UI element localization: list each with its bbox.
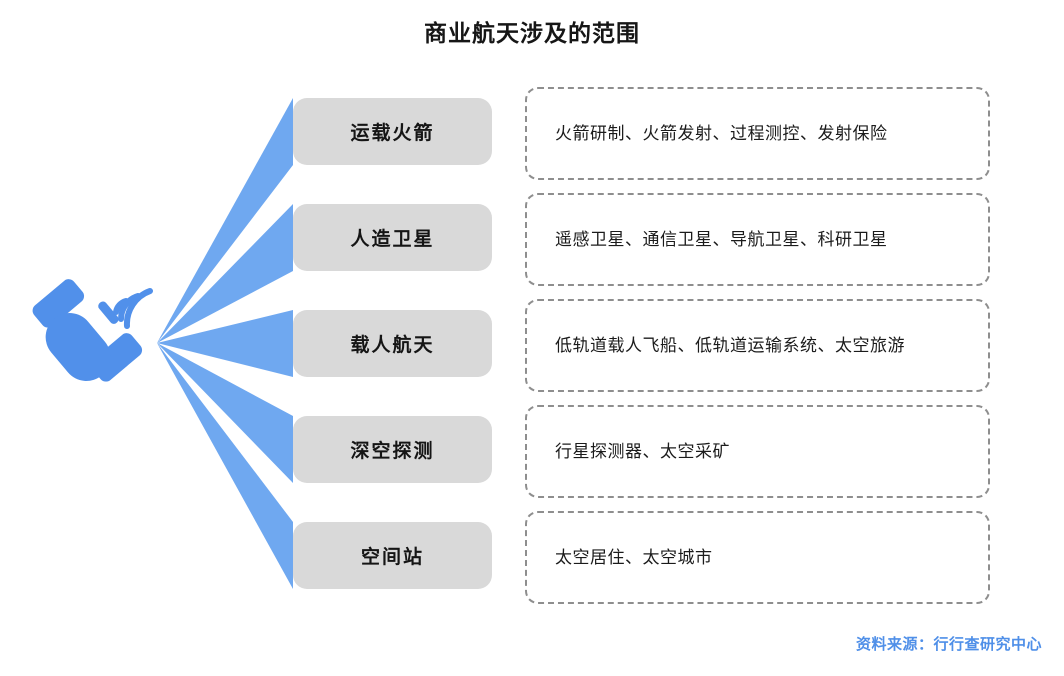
- description-text: 太空居住、太空城市: [555, 547, 713, 567]
- ray-2: [157, 204, 293, 343]
- description-text: 行星探测器、太空采矿: [555, 441, 730, 461]
- description-text: 低轨道载人飞船、低轨道运输系统、太空旅游: [555, 335, 905, 355]
- category-label: 载人航天: [350, 335, 435, 356]
- description-box-3[interactable]: 低轨道载人飞船、低轨道运输系统、太空旅游: [525, 299, 990, 392]
- satellite-icon: [28, 272, 158, 402]
- category-label: 运载火箭: [350, 123, 435, 144]
- ray-5: [157, 343, 293, 589]
- category-label: 深空探测: [350, 441, 435, 462]
- description-box-4[interactable]: 行星探测器、太空采矿: [525, 405, 990, 498]
- category-box-5[interactable]: 空间站: [293, 522, 492, 589]
- description-text: 遥感卫星、通信卫星、导航卫星、科研卫星: [555, 229, 888, 249]
- ray-4: [157, 343, 293, 483]
- description-box-5[interactable]: 太空居住、太空城市: [525, 511, 990, 604]
- source-note: 资料来源：行行查研究中心: [855, 636, 1042, 653]
- category-box-3[interactable]: 载人航天: [293, 310, 492, 377]
- ray-3: [157, 310, 293, 377]
- category-label: 人造卫星: [350, 229, 435, 250]
- description-box-2[interactable]: 遥感卫星、通信卫星、导航卫星、科研卫星: [525, 193, 990, 286]
- category-box-1[interactable]: 运载火箭: [293, 98, 492, 165]
- category-box-2[interactable]: 人造卫星: [293, 204, 492, 271]
- category-box-4[interactable]: 深空探测: [293, 416, 492, 483]
- description-box-1[interactable]: 火箭研制、火箭发射、过程测控、发射保险: [525, 87, 990, 180]
- ray-1: [157, 98, 293, 343]
- category-label: 空间站: [360, 547, 424, 568]
- page-title: 商业航天涉及的范围: [424, 20, 640, 46]
- description-text: 火箭研制、火箭发射、过程测控、发射保险: [555, 123, 888, 143]
